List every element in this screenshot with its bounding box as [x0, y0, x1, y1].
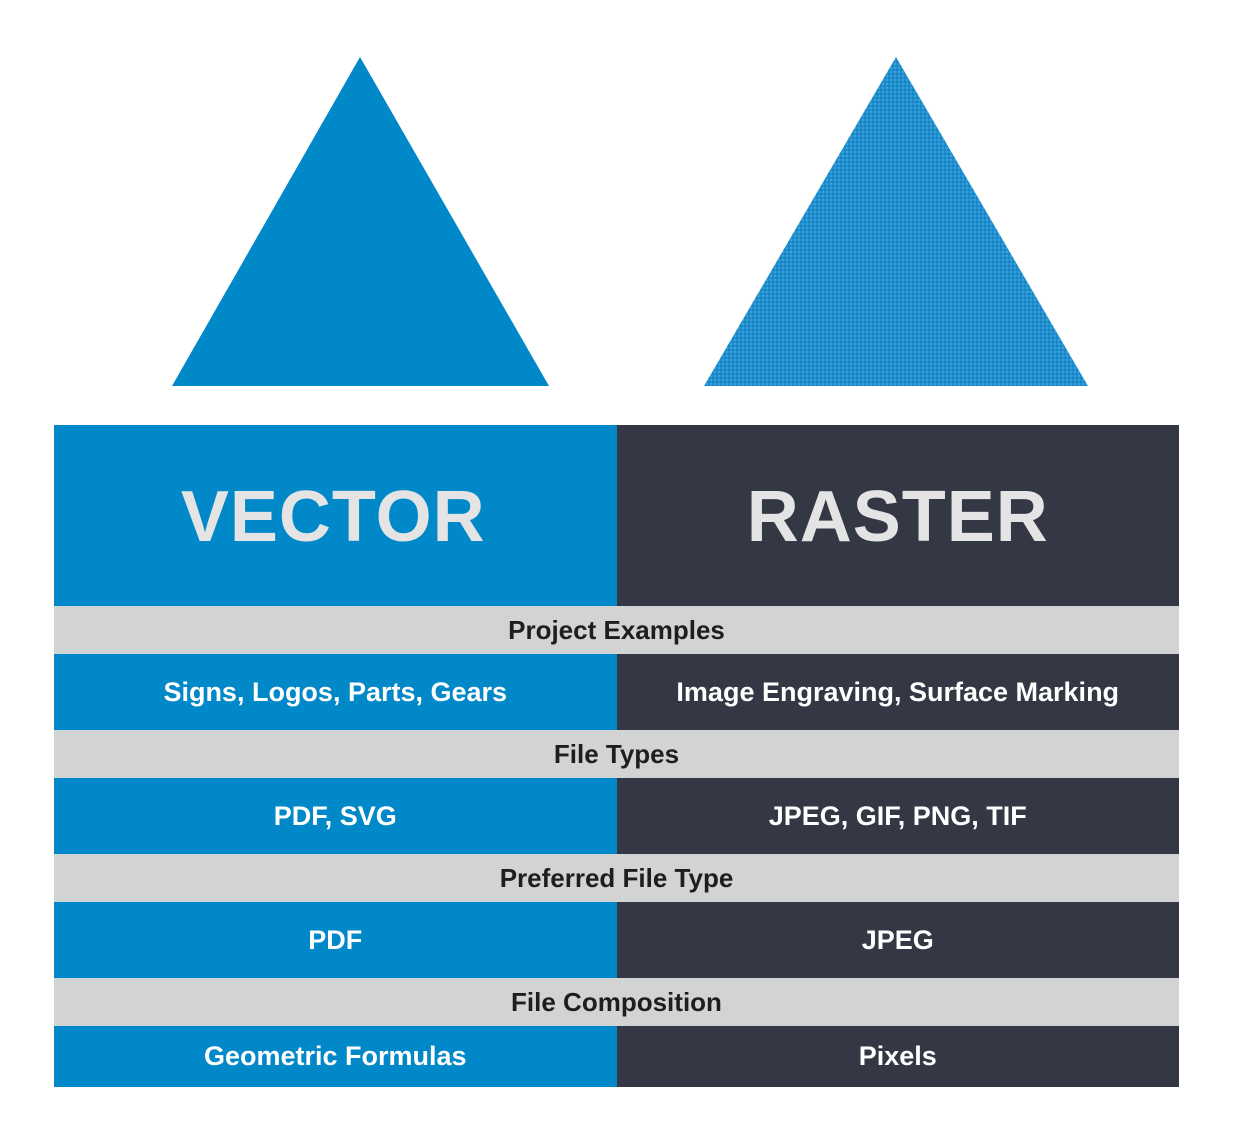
raster-file-types: JPEG, GIF, PNG, TIF [616, 778, 1179, 854]
comparison-table: VECTOR RASTER Project Examples Signs, Lo… [54, 425, 1179, 1087]
section-project-examples: Project Examples [54, 606, 1179, 654]
section-file-composition: File Composition [54, 978, 1179, 1026]
vector-file-types: PDF, SVG [54, 778, 617, 854]
raster-file-composition: Pixels [616, 1026, 1179, 1087]
section-file-types: File Types [54, 730, 1179, 778]
header-row: VECTOR RASTER [54, 425, 1179, 606]
vector-heading: VECTOR [54, 425, 617, 606]
raster-project-examples: Image Engraving, Surface Marking [616, 654, 1179, 730]
vector-triangle-icon [172, 57, 549, 386]
raster-triangle-icon [704, 57, 1088, 386]
table-row: Signs, Logos, Parts, Gears Image Engravi… [54, 654, 1179, 730]
table-row: Geometric Formulas Pixels [54, 1026, 1179, 1087]
vector-project-examples: Signs, Logos, Parts, Gears [54, 654, 617, 730]
raster-preferred-file-type: JPEG [616, 902, 1179, 978]
table-row: PDF JPEG [54, 902, 1179, 978]
vector-preferred-file-type: PDF [54, 902, 617, 978]
section-preferred-file-type: Preferred File Type [54, 854, 1179, 902]
table-row: PDF, SVG JPEG, GIF, PNG, TIF [54, 778, 1179, 854]
vector-file-composition: Geometric Formulas [54, 1026, 617, 1087]
raster-heading: RASTER [616, 425, 1179, 606]
